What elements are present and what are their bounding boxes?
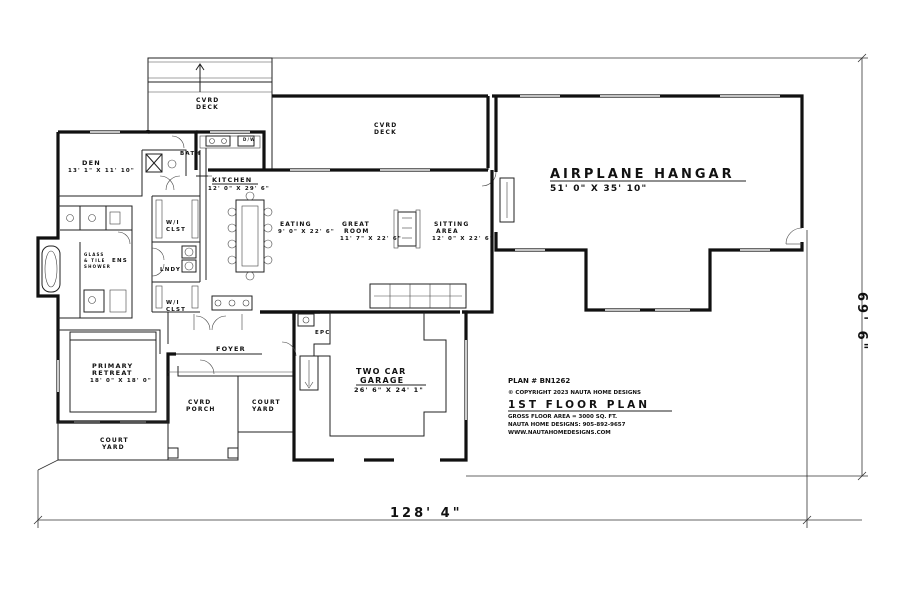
overall-width-dimension: 128' 4" — [390, 506, 462, 521]
primary-label2: RETREAT — [92, 369, 133, 377]
den-label: DEN — [82, 159, 101, 167]
glass-shower-line3: SHOWER — [84, 264, 111, 269]
sitting-area-size: 12' 0" X 22' 6" — [432, 236, 494, 242]
sitting-area-label2: AREA — [436, 228, 459, 235]
cvrd-porch-line1: CVRD — [188, 399, 211, 406]
hangar-size: 51' 0" X 35' 10" — [550, 184, 647, 194]
hangar-windows — [515, 95, 780, 311]
court-yard-2-line1: COURT — [252, 399, 281, 406]
dining-table-icon — [227, 191, 273, 281]
foyer-walls — [167, 310, 330, 377]
primary-label: PRIMARY — [92, 362, 133, 370]
court-yard-1-line2: YARD — [101, 444, 125, 451]
garage-label2: GARAGE — [360, 376, 404, 385]
eating-size: 9' 0" X 22' 6" — [278, 229, 335, 235]
west-wing-walls — [56, 130, 266, 282]
hangar-walls — [481, 94, 804, 312]
court-yard-1-line1: COURT — [100, 437, 129, 444]
bath-label: BATH — [180, 151, 201, 157]
copyright: © COPYRIGHT 2023 NAUTA HOME DESIGNS — [508, 390, 641, 396]
hangar-label: AIRPLANE HANGAR — [550, 167, 735, 182]
cvrd-deck-large-line1: CVRD — [374, 122, 397, 129]
garage-label: TWO CAR — [356, 367, 407, 376]
cvrd-porch-line2: PORCH — [186, 406, 216, 413]
ensuite-walls — [36, 196, 133, 330]
dimension-lines — [33, 53, 868, 528]
garage-size: 26' 6" X 24' 1" — [354, 386, 424, 394]
plan-number: PLAN # BN1262 — [508, 377, 570, 385]
great-room-size: 11' 7" X 22' 6" — [340, 236, 402, 242]
website: WWW.NAUTAHOMEDESIGNS.COM — [508, 430, 611, 436]
closet-laundry-walls — [151, 195, 200, 313]
den-size: 13' 1" X 11' 10" — [68, 168, 135, 174]
dw-label: D/W — [243, 137, 256, 142]
glass-shower-line2: & TILE — [84, 258, 106, 263]
porch-courtyard-outline — [57, 371, 295, 461]
kitchen-island-icon — [211, 295, 253, 311]
cvrd-deck-small-line2: DECK — [196, 104, 219, 111]
ens-label: ENS — [112, 258, 128, 264]
glass-shower-line1: GLASS — [84, 252, 105, 257]
plan-title: 1ST FLOOR PLAN — [508, 399, 650, 411]
lndy-label: LNDY — [160, 267, 181, 273]
wi-clst-1-line1: W/I — [166, 220, 180, 226]
sitting-area-label: SITTING — [434, 221, 469, 228]
primary-size: 18' 0" X 18' 0" — [90, 378, 152, 384]
kitchen-label: KITCHEN — [212, 176, 252, 184]
floor-area: GROSS FLOOR AREA = 3000 SQ. FT. — [508, 414, 617, 420]
phone: NAUTA HOME DESIGNS: 905-892-9657 — [508, 422, 626, 428]
foyer-label: FOYER — [216, 345, 246, 353]
wi-clst-1-line2: CLST — [166, 227, 186, 233]
cvrd-deck-large-line2: DECK — [374, 129, 397, 136]
wi-clst-2-line2: CLST — [166, 307, 186, 313]
garage-doors — [334, 340, 467, 461]
great-room-label2: ROOM — [344, 228, 370, 235]
wi-clst-2-line1: W/I — [166, 300, 180, 306]
overall-depth-dimension: 69' 6" — [854, 292, 869, 352]
epc-label: EPC — [315, 330, 330, 336]
kitchen-size: 12' 0" X 29' 6" — [208, 186, 270, 192]
sitting-furniture-icon — [393, 209, 421, 249]
court-yard-2-line2: YARD — [251, 406, 275, 413]
great-room-label: GREAT — [342, 221, 370, 228]
eating-label: EATING — [280, 221, 312, 228]
cvrd-deck-small-line1: CVRD — [196, 97, 219, 104]
